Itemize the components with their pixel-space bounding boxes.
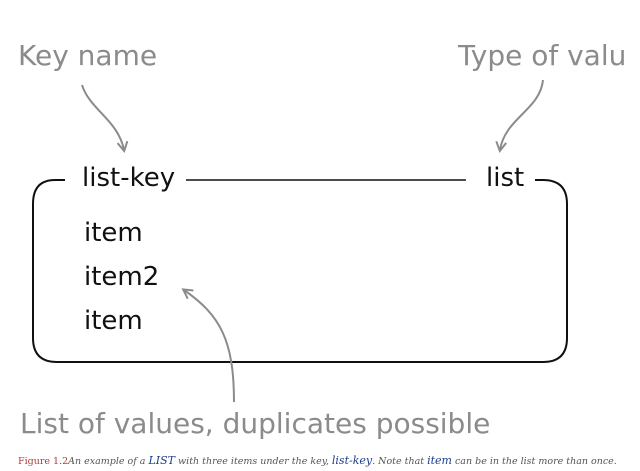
- caption-text: An example of a: [68, 456, 149, 467]
- caption-code: item: [427, 454, 452, 467]
- caption-text: can be in the list more than once.: [451, 456, 617, 467]
- figure-caption: Figure 1.2An example of a LIST with thre…: [18, 454, 617, 467]
- type-arrow: [500, 79, 544, 150]
- caption-code: LIST: [148, 454, 176, 467]
- list-item: item2: [84, 262, 160, 292]
- list-of-values-annotation: List of values, duplicates possible: [20, 407, 491, 440]
- list-item: item: [84, 218, 143, 248]
- type-of-values-annotation: Type of valu: [458, 39, 627, 72]
- list-item: item: [84, 306, 143, 336]
- caption-code: list-key: [331, 454, 373, 467]
- list-container-box: [32, 179, 568, 363]
- key-name-arrow: [81, 84, 124, 150]
- key-name-annotation: Key name: [18, 39, 158, 72]
- caption-text: with three items under the key,: [175, 456, 332, 467]
- caption-text: . Note that: [372, 456, 428, 467]
- figure-label: Figure 1.2: [18, 456, 69, 467]
- values-arrow: [184, 290, 235, 403]
- type-label: list: [482, 165, 529, 191]
- key-label: list-key: [82, 163, 178, 193]
